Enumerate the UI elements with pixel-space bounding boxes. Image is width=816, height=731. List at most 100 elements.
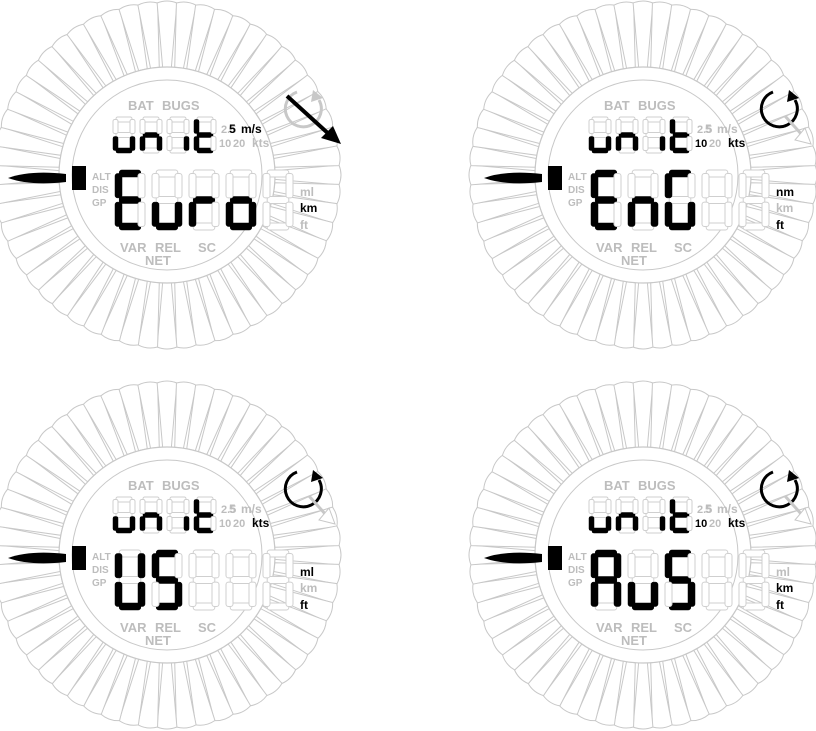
digit-segment <box>116 513 132 518</box>
digit-segment <box>194 517 199 531</box>
digit-segment <box>619 148 635 153</box>
digit-segment <box>725 554 732 578</box>
digit-segment <box>632 577 654 584</box>
digit-segment <box>589 517 594 531</box>
digit-segment <box>592 148 608 153</box>
digit-segment <box>226 582 233 606</box>
digit-segment <box>113 500 118 514</box>
annunciator-bugs: BUGS <box>162 478 200 493</box>
digit-segment <box>632 197 654 204</box>
digit-segment <box>249 174 256 198</box>
digit-segment <box>651 174 658 198</box>
digit-segment <box>606 120 611 134</box>
digit-segment <box>230 197 252 204</box>
digit-segment <box>175 582 182 606</box>
digit-segment <box>138 174 145 198</box>
digit-segment <box>643 500 648 514</box>
digit-segment <box>193 197 215 204</box>
digit-segment <box>614 174 621 198</box>
digit-segment <box>687 517 692 531</box>
unit-km: km <box>776 581 793 595</box>
digit-segment <box>286 582 293 606</box>
annunciator-bat: BAT <box>604 98 630 113</box>
digit-segment <box>175 554 182 578</box>
annunciator-bugs: BUGS <box>162 98 200 113</box>
digit-segment <box>226 174 233 198</box>
digit-segment <box>263 174 270 198</box>
digit-segment <box>660 517 665 531</box>
digit-segment <box>702 582 709 606</box>
digit-segment <box>115 202 122 226</box>
vario-range-10: 10 <box>219 518 231 530</box>
annunciator-alt: ALT <box>568 172 587 183</box>
digit-segment <box>119 197 141 204</box>
annunciator-sc: SC <box>674 240 693 255</box>
digit-segment <box>687 120 692 134</box>
vario-range-20: 20 <box>709 138 721 150</box>
annunciator-sc: SC <box>198 240 217 255</box>
vario-range-5: 5 <box>705 122 712 136</box>
digit-segment <box>688 202 695 226</box>
annunciator-net: NET <box>621 633 647 648</box>
digit-segment <box>702 202 709 226</box>
annunciator-alt: ALT <box>92 552 111 563</box>
digit-segment <box>592 528 608 533</box>
digit-segment <box>660 137 665 151</box>
vario-range-5: 5 <box>229 502 236 516</box>
digit-segment <box>614 202 621 226</box>
unit-kts: kts <box>728 136 746 150</box>
digit-segment <box>143 133 159 138</box>
digit-segment <box>670 500 675 514</box>
annunciator-gp: GP <box>568 578 583 589</box>
digit-segment <box>619 133 635 138</box>
digit-segment <box>211 517 216 531</box>
digit-segment <box>673 513 689 518</box>
unit-kts: kts <box>728 516 746 530</box>
unit-ms: m/s <box>717 502 738 516</box>
digit-segment <box>267 577 289 584</box>
digit-segment <box>156 223 178 230</box>
digit-segment <box>651 202 658 226</box>
digit-segment <box>643 517 648 531</box>
vario-range-20: 20 <box>709 518 721 530</box>
digit-segment <box>646 513 662 518</box>
annunciator-bugs: BUGS <box>638 98 676 113</box>
annunciator-alt: ALT <box>568 552 587 563</box>
digit-segment <box>762 202 769 226</box>
digit-segment <box>156 577 178 584</box>
digit-segment <box>212 202 219 226</box>
unit-ft: ft <box>300 598 308 612</box>
digit-segment <box>230 577 252 584</box>
digit-segment <box>189 582 196 606</box>
digit-segment <box>743 577 765 584</box>
annunciator-gp: GP <box>92 198 107 209</box>
digit-segment <box>116 133 132 138</box>
digit-segment <box>115 582 122 606</box>
lcd-panel-eng: BATBUGSALTDISGPVARRELSCNET2.55m/s1020kts… <box>476 0 816 350</box>
digit-segment <box>606 137 611 151</box>
digit-segment <box>688 554 695 578</box>
digit-segment <box>113 517 118 531</box>
digit-segment <box>614 582 621 606</box>
vario-range-20: 20 <box>233 138 245 150</box>
digit-segment <box>688 582 695 606</box>
digit-segment <box>249 554 256 578</box>
vario-range-20: 20 <box>233 518 245 530</box>
digit-segment <box>687 137 692 151</box>
digit-segment <box>130 500 135 514</box>
digit-segment <box>706 197 728 204</box>
digit-segment <box>230 223 252 230</box>
digit-segment <box>157 517 162 531</box>
digit-segment <box>665 202 672 226</box>
digit-segment <box>113 137 118 151</box>
lcd-panel-euro: BATBUGSALTDISGPVARRELSCNET2.55m/s1020kts… <box>0 0 340 350</box>
digit-segment <box>157 137 162 151</box>
digit-segment <box>739 202 746 226</box>
digit-segment <box>249 202 256 226</box>
digit-segment <box>167 500 172 514</box>
digit-segment <box>632 603 654 610</box>
digit-segment <box>152 554 159 578</box>
digit-segment <box>762 582 769 606</box>
digit-segment <box>184 500 189 514</box>
